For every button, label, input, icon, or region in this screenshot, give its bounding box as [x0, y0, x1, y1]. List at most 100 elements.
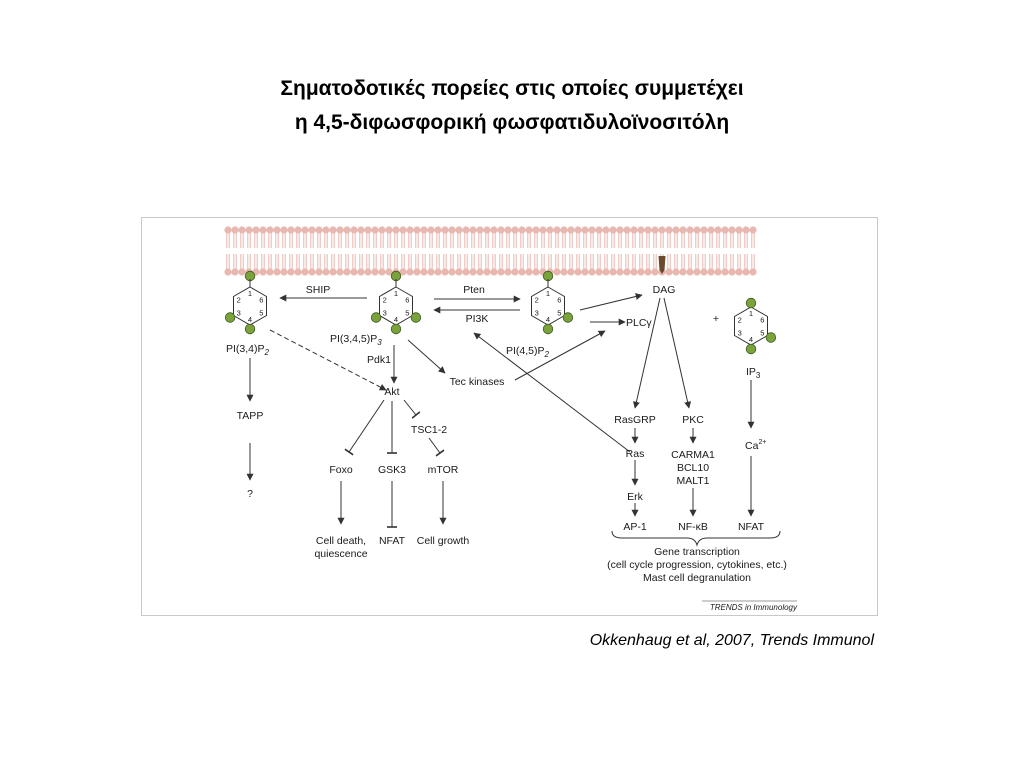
- lipid-tail-outer: [303, 233, 307, 248]
- lipid-tail-inner: [366, 254, 370, 269]
- lipid-tail-outer: [583, 233, 587, 248]
- lipid-head-inner: [336, 268, 344, 276]
- lipid-tail-outer: [317, 233, 321, 248]
- lipid-tail-inner: [744, 254, 748, 269]
- lipid-head-outer: [441, 226, 449, 234]
- label-gene-1: Gene transcription: [654, 546, 740, 558]
- lipid-head-outer: [728, 226, 736, 234]
- lipid-head-inner: [672, 268, 680, 276]
- lipid-head-inner: [224, 268, 232, 276]
- lipid-tail-inner: [443, 254, 447, 269]
- lipid-head-inner: [707, 268, 715, 276]
- lipid-tail-outer: [625, 233, 629, 248]
- lipid-head-inner: [504, 268, 512, 276]
- edge-to-tec: [407, 339, 446, 374]
- ring-position-number: 5: [760, 329, 764, 338]
- label-gene-2: (cell cycle progression, cytokines, etc.…: [607, 559, 787, 571]
- lipid-head-inner: [434, 268, 442, 276]
- lipid-tail-inner: [548, 254, 552, 269]
- lipid-head-inner: [343, 268, 351, 276]
- lipid-head-outer: [448, 226, 456, 234]
- label-ship: SHIP: [306, 284, 331, 296]
- lipid-head-outer: [581, 226, 589, 234]
- lipid-tail-outer: [289, 233, 293, 248]
- lipid-tail-outer: [296, 233, 300, 248]
- ring-position-number: 6: [405, 296, 409, 305]
- lipid-tail-inner: [324, 254, 328, 269]
- lipid-head-outer: [742, 226, 750, 234]
- label-rasgrp: RasGRP: [614, 414, 655, 426]
- phosphate-group: [370, 312, 382, 323]
- lipid-head-inner: [588, 268, 596, 276]
- ring-position-number: 1: [546, 289, 550, 298]
- lipid-tail-outer: [730, 233, 734, 248]
- lipid-tail-inner: [387, 254, 391, 269]
- lipid-tail-outer: [534, 233, 538, 248]
- lipid-tail-outer: [513, 233, 517, 248]
- lipid-tail-inner: [394, 254, 398, 269]
- ring-position-number: 2: [383, 296, 387, 305]
- lipid-head-outer: [385, 226, 393, 234]
- lipid-tail-inner: [478, 254, 482, 269]
- lipid-tail-inner: [226, 254, 230, 269]
- ring-position-number: 3: [738, 329, 742, 338]
- lipid-tail-outer: [415, 233, 419, 248]
- label-pip3-sub: 3: [377, 338, 382, 347]
- lipid-tail-outer: [723, 233, 727, 248]
- lipid-head-inner: [693, 268, 701, 276]
- label-ip3-main: IP: [746, 366, 756, 378]
- lipid-head-outer: [266, 226, 274, 234]
- lipid-tail-inner: [695, 254, 699, 269]
- lipid-head-outer: [392, 226, 400, 234]
- label-akt: Akt: [384, 386, 399, 398]
- ring-position-number: 4: [749, 335, 753, 344]
- lipid-tail-inner: [422, 254, 426, 269]
- lipid-tail-outer: [660, 233, 664, 248]
- lipid-tail-inner: [520, 254, 524, 269]
- lipid-tail-inner: [436, 254, 440, 269]
- lipid-head-outer: [301, 226, 309, 234]
- lipid-tail-inner: [317, 254, 321, 269]
- label-nfkb: NF-κB: [678, 521, 708, 533]
- lipid-tail-inner: [345, 254, 349, 269]
- lipid-tail-inner: [233, 254, 237, 269]
- lipid-head-inner: [602, 268, 610, 276]
- lipid-head-outer: [231, 226, 239, 234]
- label-dag: DAG: [653, 284, 676, 296]
- lipid-tail-outer: [499, 233, 503, 248]
- label-cellgrowth: Cell growth: [417, 535, 470, 547]
- lipid-tail-inner: [506, 254, 510, 269]
- lipid-head-inner: [322, 268, 330, 276]
- lipid-tail-inner: [282, 254, 286, 269]
- lipid-head-outer: [574, 226, 582, 234]
- phosphate-group: [244, 323, 256, 335]
- label-pi34p2: PI(3,4)P2: [226, 343, 270, 357]
- lipid-tail-outer: [282, 233, 286, 248]
- lipid-tail-inner: [471, 254, 475, 269]
- label-foxo: Foxo: [329, 464, 353, 476]
- lipid-tail-outer: [387, 233, 391, 248]
- lipid-tail-outer: [618, 233, 622, 248]
- lipid-head-outer: [553, 226, 561, 234]
- lipid-tail-inner: [401, 254, 405, 269]
- lipid-head-inner: [462, 268, 470, 276]
- lipid-head-inner: [315, 268, 323, 276]
- lipid-tail-inner: [562, 254, 566, 269]
- lipid-tail-outer: [541, 233, 545, 248]
- lipid-tail-outer: [366, 233, 370, 248]
- slide-title-line-2: η 4,5-διφωσφορική φωσφατιδυλοϊνοσιτόλη: [294, 111, 730, 134]
- lipid-tail-inner: [254, 254, 258, 269]
- lipid-head-inner: [721, 268, 729, 276]
- ring-position-number: 6: [259, 296, 263, 305]
- lipid-head-inner: [483, 268, 491, 276]
- lipid-tail-inner: [681, 254, 685, 269]
- lipid-head-outer: [686, 226, 694, 234]
- lipid-head-outer: [637, 226, 645, 234]
- ring-position-number: 2: [535, 296, 539, 305]
- lipid-tail-inner: [674, 254, 678, 269]
- ring-position-number: 1: [394, 289, 398, 298]
- label-celldeath-1: Cell death,: [316, 535, 366, 547]
- lipid-tail-inner: [611, 254, 615, 269]
- label-ras: Ras: [626, 448, 645, 460]
